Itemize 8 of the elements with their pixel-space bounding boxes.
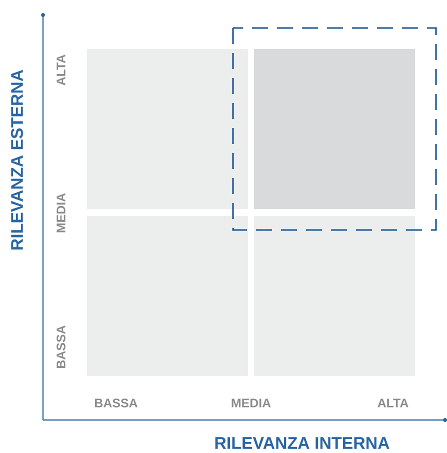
axis-tick-label: ALTA [56,54,66,86]
axis-title: RILEVANZA INTERNA [215,437,390,449]
axis-tick-label: ALTA [378,398,408,408]
axis-tick-label: MEDIA [56,193,66,232]
axis-tick-label: BASSA [95,398,138,408]
axis-tick-label: MEDIA [232,398,271,408]
axis-tick-label: BASSA [56,326,66,368]
axis-title: RILEVANZA ESTERNA [11,70,23,250]
